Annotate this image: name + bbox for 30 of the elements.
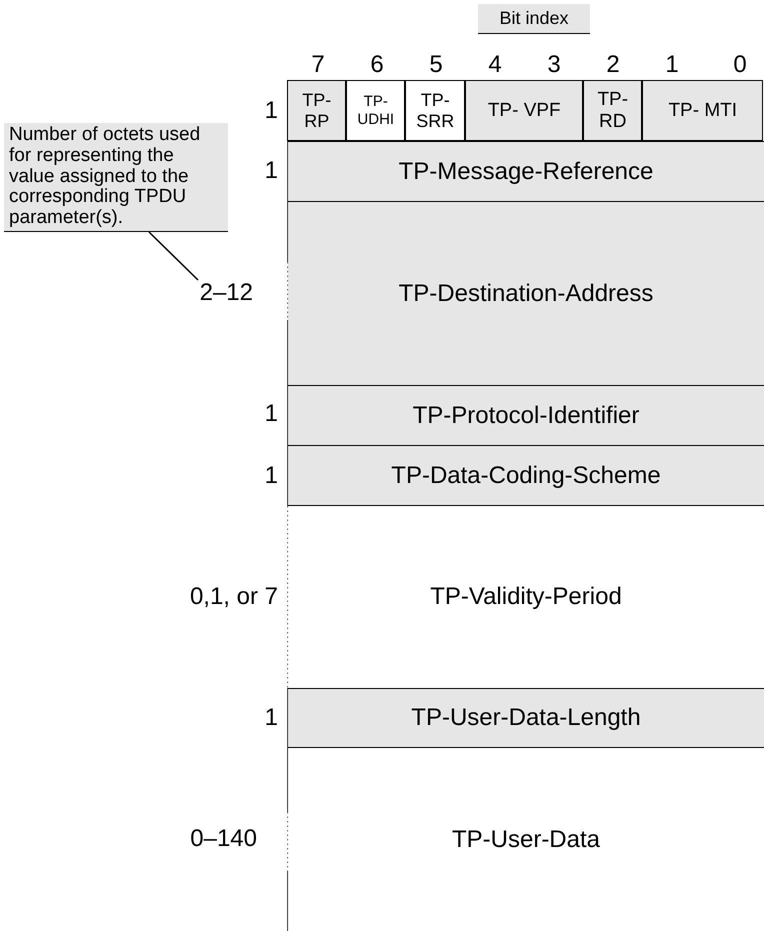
bit-number: 3 xyxy=(547,51,561,79)
bit-number: 5 xyxy=(429,51,443,79)
field-cell: TP- RP xyxy=(287,80,346,141)
octet-count: 0–140 xyxy=(190,825,257,853)
octet-count: 1 xyxy=(264,704,278,732)
field-cell: TP- SRR xyxy=(405,80,466,141)
bit-number: 1 xyxy=(665,51,679,79)
bit-number: 0 xyxy=(733,51,747,79)
bit-number: 4 xyxy=(488,51,502,79)
field-row: TP-User-Data-Length xyxy=(288,688,764,748)
bit-number: 6 xyxy=(370,51,384,79)
octet-count: 0,1, or 7 xyxy=(190,583,278,611)
leader-line xyxy=(148,231,199,281)
field-cell: TP- RD xyxy=(583,80,642,141)
field-cell: TP- UDHI xyxy=(346,80,406,141)
bit-number: 7 xyxy=(311,51,325,79)
octet-count: 1 xyxy=(264,97,278,125)
octet-count: 1 xyxy=(264,157,278,185)
note-box: Number of octets used for representing the value assigned to the corresponding TPDU parameter(s). xyxy=(4,123,228,232)
field-row: TP-Protocol-Identifier xyxy=(288,385,764,445)
field-cell: TP- VPF xyxy=(465,80,584,141)
field-row: TP-Destination-Address xyxy=(288,201,764,385)
octet-count: 1 xyxy=(264,462,278,490)
heading-label: Bit index xyxy=(478,4,590,34)
bit-number: 2 xyxy=(606,51,620,79)
field-row: TP-Message-Reference xyxy=(288,141,764,202)
field-cell: TP- MTI xyxy=(642,80,764,141)
octet-count: 1 xyxy=(264,400,278,428)
field-row: TP-Data-Coding-Scheme xyxy=(288,445,764,506)
octet-count: 2–12 xyxy=(185,278,253,308)
